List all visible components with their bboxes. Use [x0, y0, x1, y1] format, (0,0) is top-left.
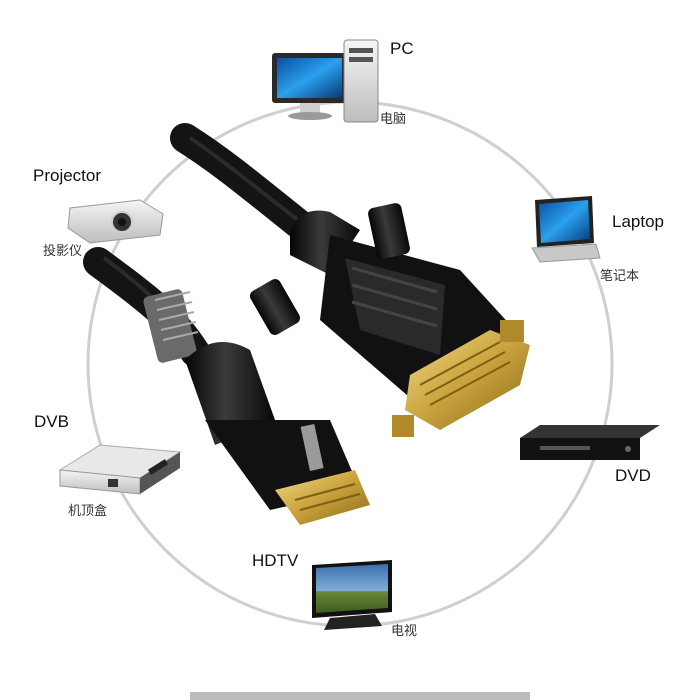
hdtv-label: HDTV: [252, 551, 299, 570]
laptop-label: Laptop: [612, 212, 664, 231]
hdmi-connector: [143, 289, 370, 525]
laptop-label-cn: 笔记本: [600, 269, 640, 284]
dvd-label: DVD: [615, 466, 651, 485]
pc-label-cn: 电脑: [380, 112, 407, 127]
dvd-player-icon: [520, 425, 660, 460]
projector-label: Projector: [33, 166, 102, 185]
desktop-computer-icon: [272, 39, 379, 123]
projector-icon: [67, 199, 164, 244]
dvi-connector: [249, 203, 530, 437]
cable-to-dvi: [170, 123, 315, 240]
hdtv-label-cn: 电视: [391, 624, 418, 639]
laptop-icon: [531, 196, 601, 263]
dvb-label-cn: 机顶盒: [68, 504, 108, 519]
projector-label-cn: 投影仪: [43, 244, 83, 259]
connection-circle: [86, 100, 614, 628]
dvb-label: DVB: [34, 412, 69, 431]
flat-tv-icon: [312, 560, 392, 630]
bottom-cropped-strip: [190, 692, 530, 700]
pc-label: PC: [390, 39, 414, 58]
set-top-box-icon: [58, 444, 182, 495]
